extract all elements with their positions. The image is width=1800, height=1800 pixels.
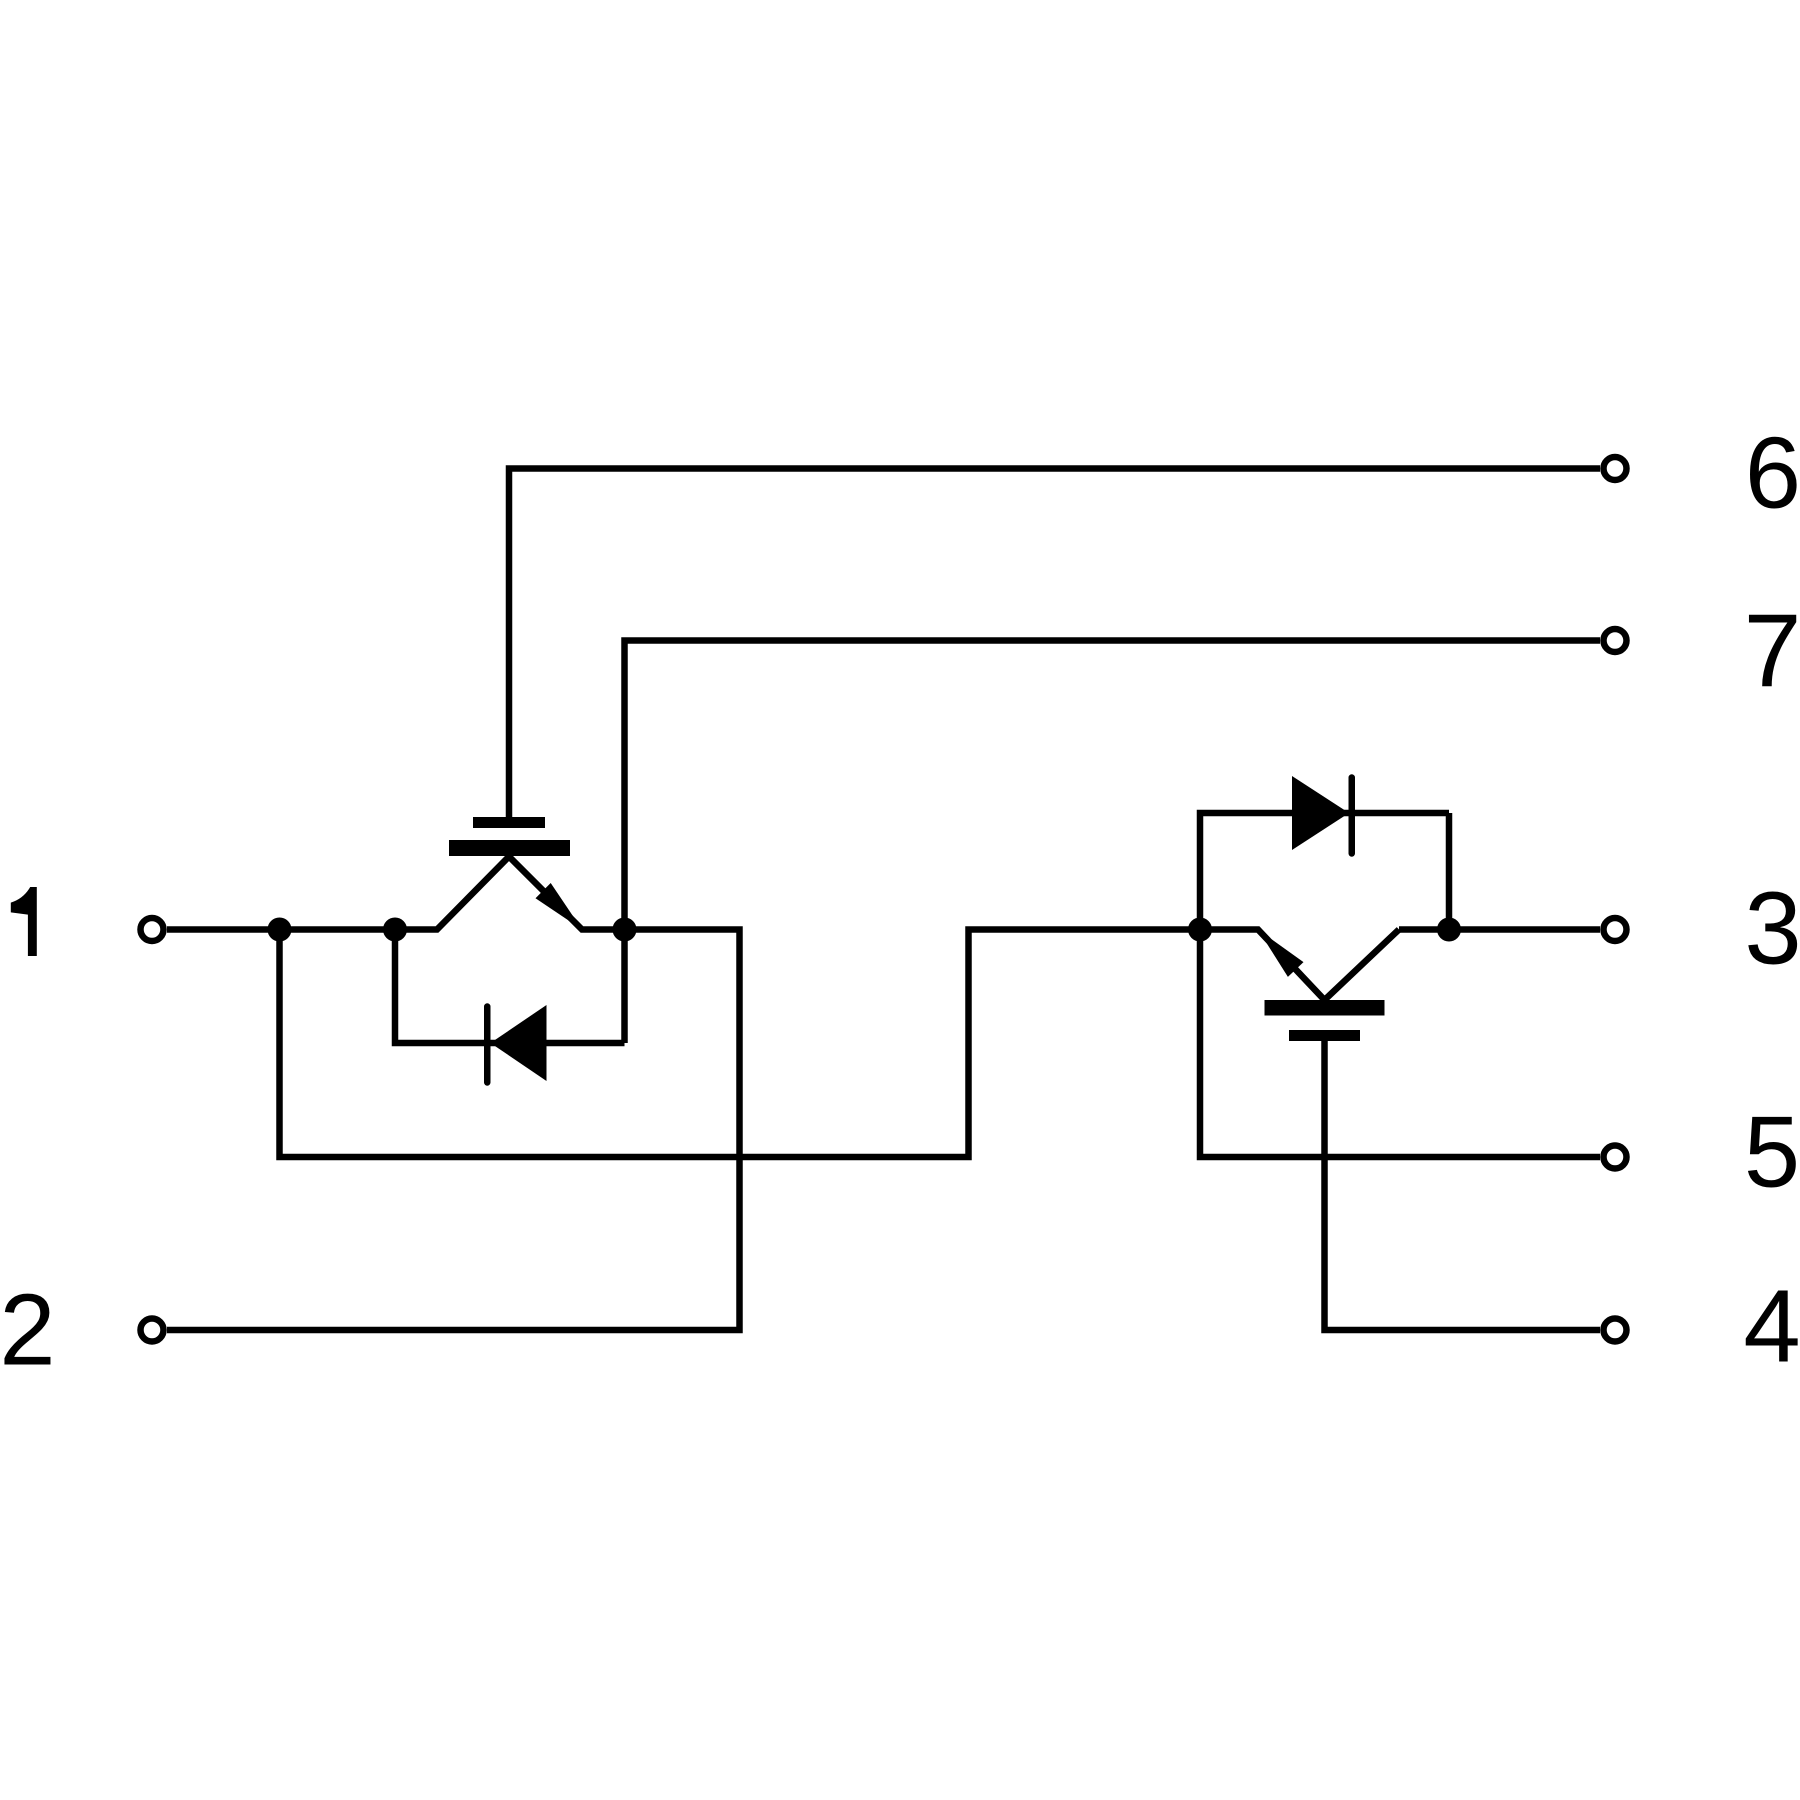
svg-text:4: 4 (1743, 1269, 1800, 1384)
svg-text:3: 3 (1744, 871, 1800, 986)
svg-text:5: 5 (1744, 1097, 1800, 1209)
svg-text:7: 7 (1744, 594, 1800, 710)
svg-text:2: 2 (0, 1275, 56, 1387)
svg-text:6: 6 (1745, 418, 1800, 530)
